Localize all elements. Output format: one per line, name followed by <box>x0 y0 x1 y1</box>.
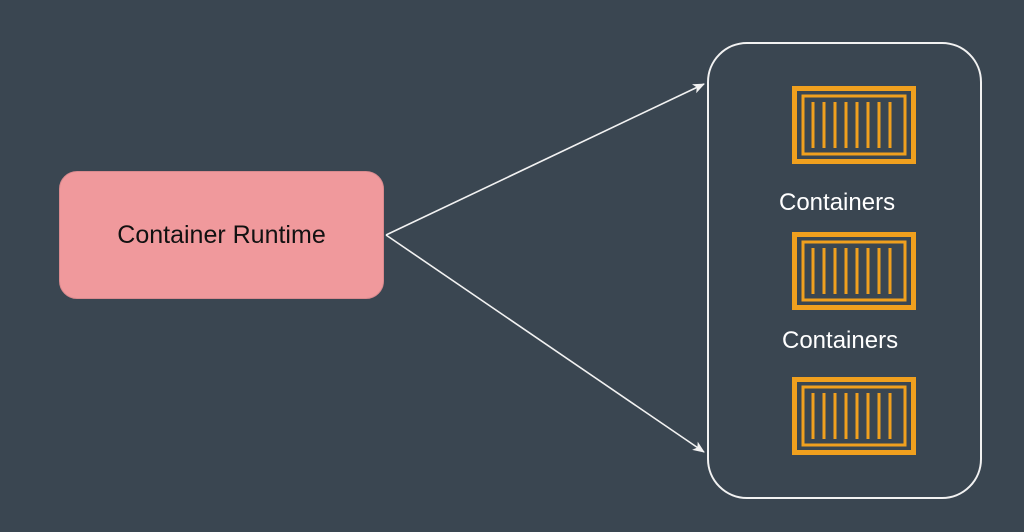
container-runtime-label: Container Runtime <box>117 220 326 249</box>
container-icon <box>792 86 916 164</box>
arrow-to-bottom <box>385 234 705 453</box>
containers-label-1: Containers <box>779 189 896 216</box>
container-runtime-node: Container Runtime <box>59 171 384 299</box>
container-icon <box>792 232 916 310</box>
arrow-to-top <box>385 83 705 236</box>
containers-group <box>707 42 982 499</box>
containers-label-2: Containers <box>782 327 899 354</box>
container-icon <box>792 377 916 455</box>
